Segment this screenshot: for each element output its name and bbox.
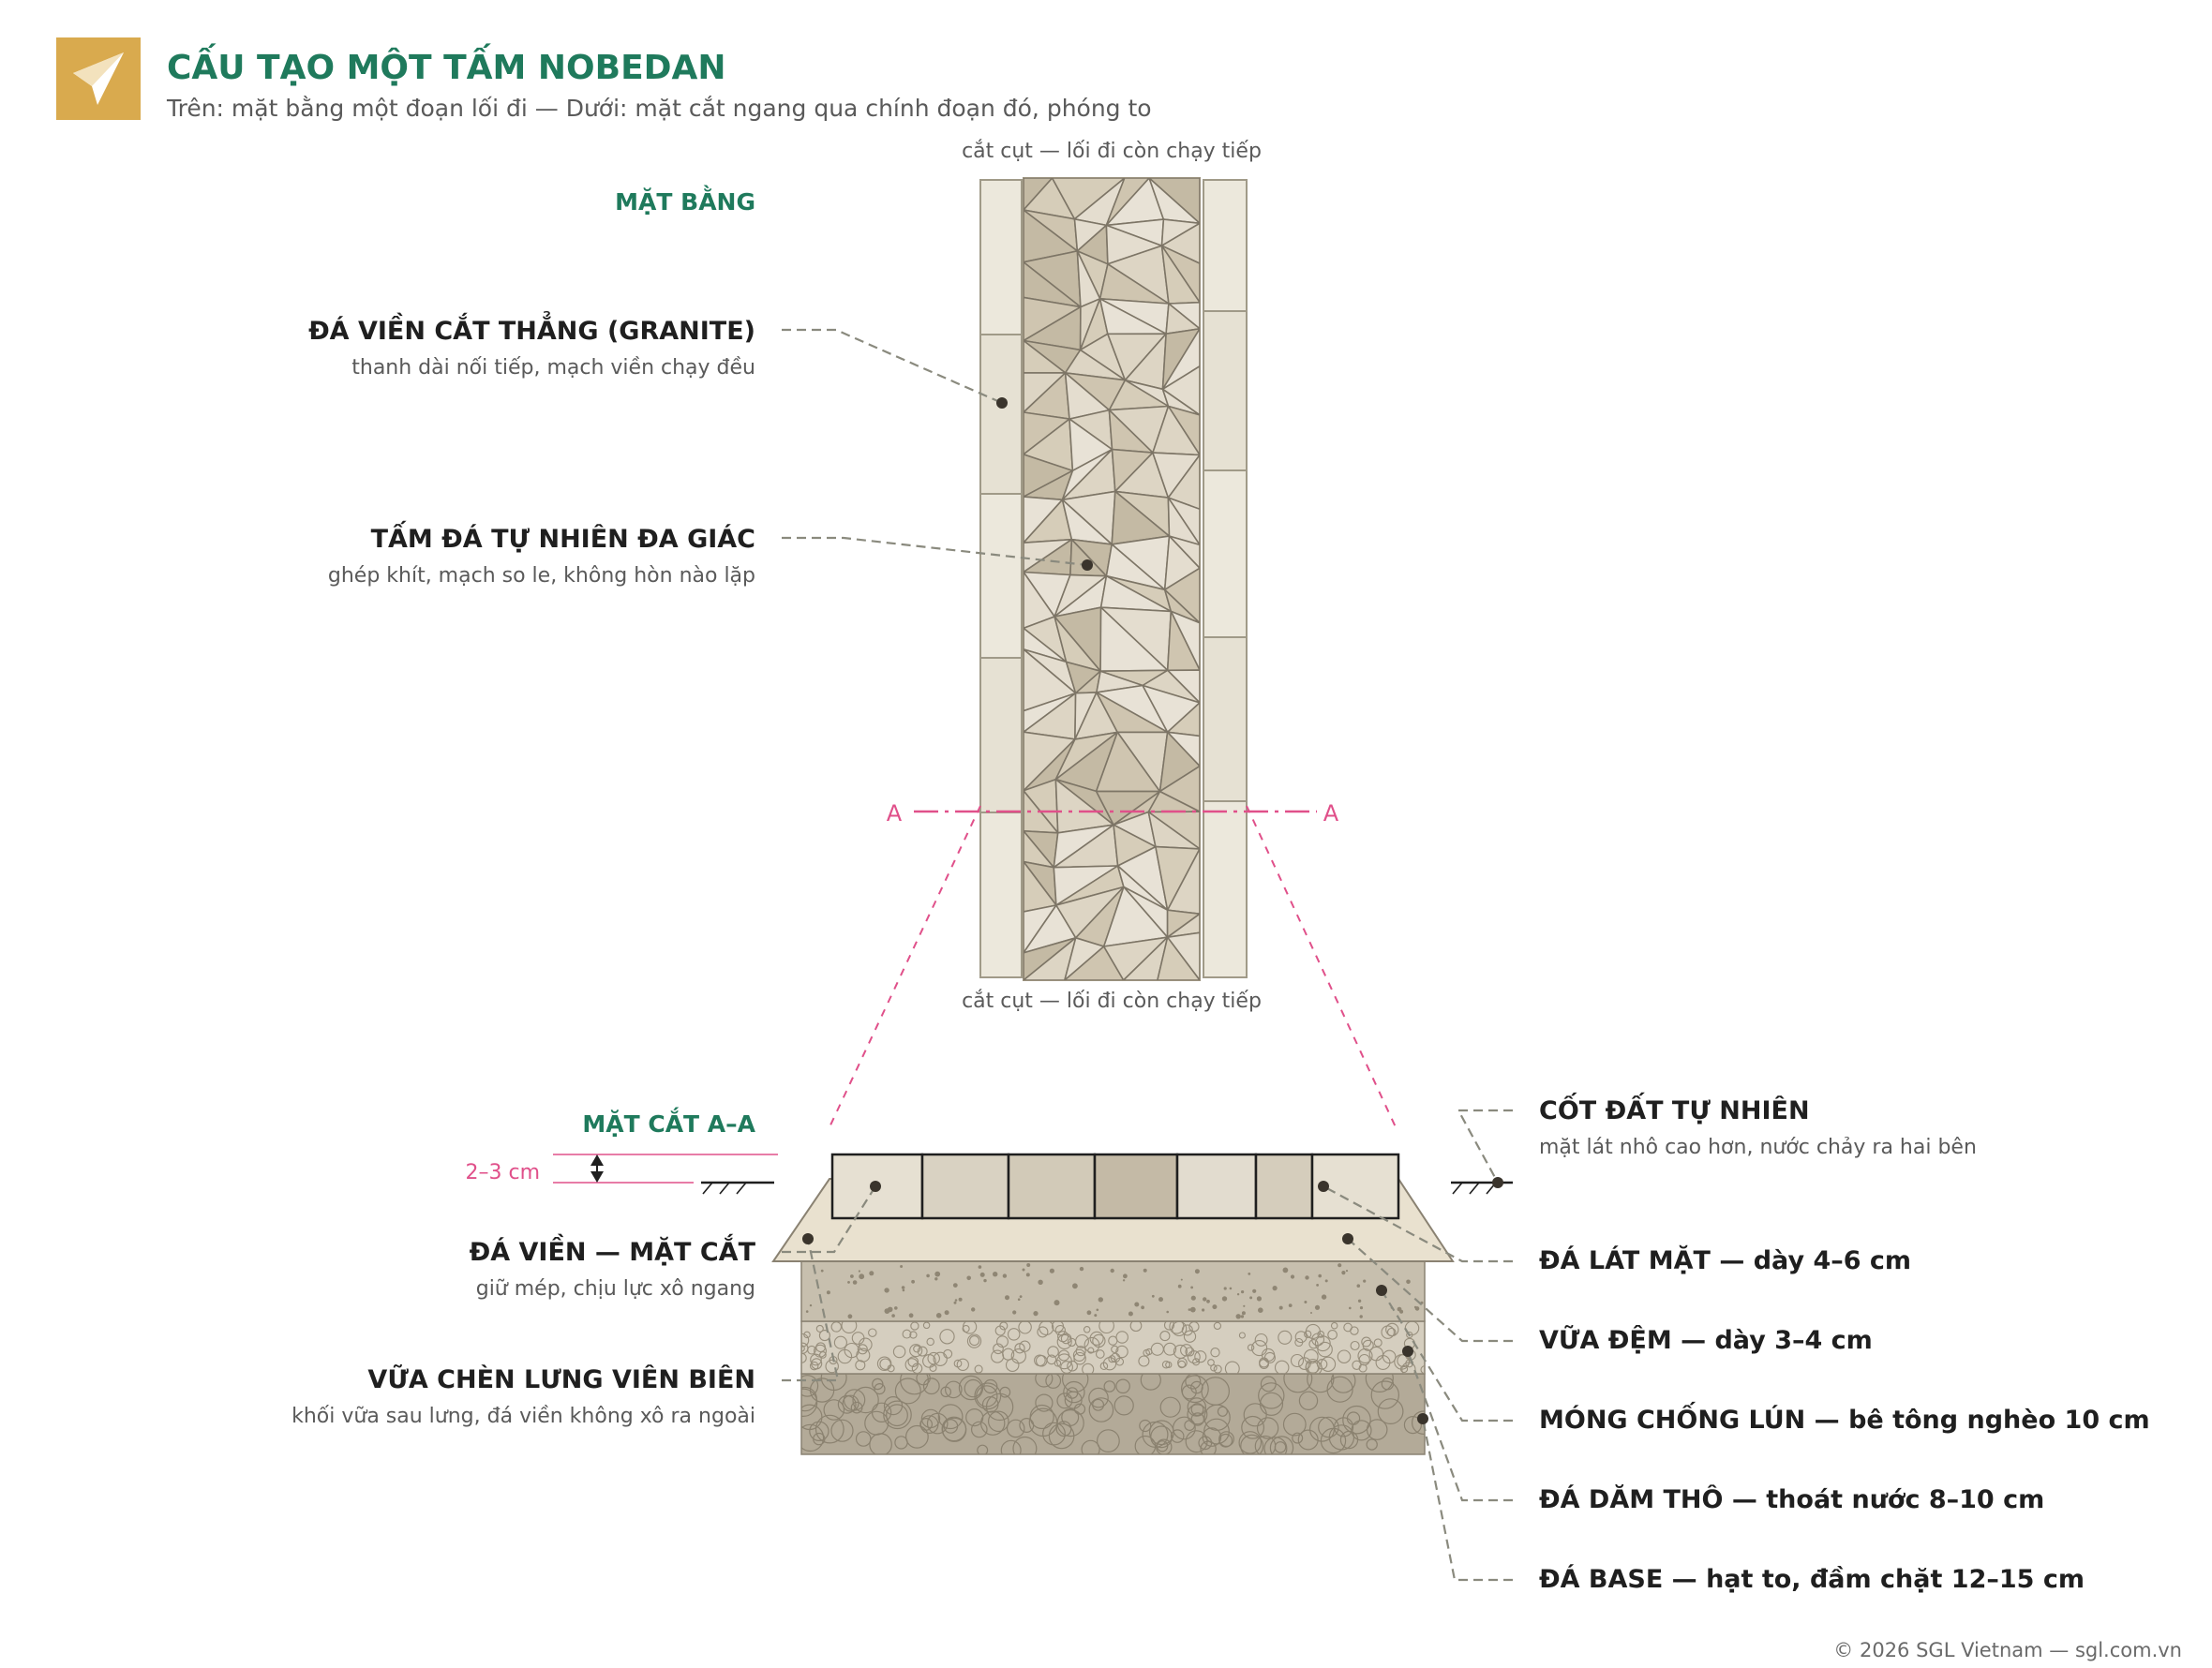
plan-label-curb: ĐÁ VIỀN CẮT THẲNG (GRANITE) thanh dài nố… xyxy=(308,310,1008,409)
plan-label-stones-title: TẤM ĐÁ TỰ NHIÊN ĐA GIÁC xyxy=(371,520,755,554)
section-label-backing-desc: khối vữa sau lưng, đá viền không xô ra n… xyxy=(291,1405,755,1428)
dimension-label: 2–3 cm xyxy=(465,1161,540,1184)
ground-level-right xyxy=(1451,1181,1513,1195)
plan-polygon-stones xyxy=(1024,178,1200,980)
section-heading: MẶT CẮT A–A xyxy=(582,1107,755,1138)
section-label-layer-gravel: ĐÁ DĂM THÔ — thoát nước 8–10 cm xyxy=(1402,1346,2044,1514)
plan-heading: MẶT BẰNG xyxy=(615,185,755,216)
layer-label-bedding: VỮA ĐỆM — dày 3–4 cm xyxy=(1539,1325,1873,1355)
layer-base xyxy=(800,1373,1426,1455)
section-label-curb-desc: giữ mép, chịu lực xô ngang xyxy=(476,1277,755,1301)
page-subtitle: Trên: mặt bằng một đoạn lối đi — Dưới: m… xyxy=(166,95,1152,122)
brand-logo xyxy=(56,37,141,120)
layer-label-base: ĐÁ BASE — hạt to, đầm chặt 12–15 cm xyxy=(1539,1564,2085,1594)
page-title: CẤU TẠO MỘT TẤM NOBEDAN xyxy=(167,43,726,87)
layer-base-aggregate xyxy=(801,1374,1425,1454)
layer-label-concrete: MÓNG CHỐNG LÚN — bê tông nghèo 10 cm xyxy=(1539,1401,2150,1435)
section-label-backing-title: VỮA CHÈN LƯNG VIÊN BIÊN xyxy=(367,1364,755,1394)
section-marker-left: A xyxy=(887,800,903,827)
section-label-layer-concrete: MÓNG CHỐNG LÚN — bê tông nghèo 10 cm xyxy=(1376,1285,2150,1435)
section-label-layer-paving: ĐÁ LÁT MẶT — dày 4–6 cm xyxy=(1318,1181,1911,1275)
section-label-backing-mortar: VỮA CHÈN LƯNG VIÊN BIÊN khối vữa sau lưn… xyxy=(291,1233,840,1428)
plan-label-curb-title: ĐÁ VIỀN CẮT THẲNG (GRANITE) xyxy=(308,310,755,346)
layer-label-paving: ĐÁ LÁT MẶT — dày 4–6 cm xyxy=(1539,1245,1911,1275)
section-label-curb: ĐÁ VIỀN — MẶT CẮT giữ mép, chịu lực xô n… xyxy=(470,1181,881,1301)
plan-cut-note-bottom: cắt cụt — lối đi còn chạy tiếp xyxy=(962,990,1262,1013)
section-line-a-a: A A xyxy=(828,800,1397,1130)
section-label-layer-base: ĐÁ BASE — hạt to, đầm chặt 12–15 cm xyxy=(1417,1413,2085,1594)
layer-label-gravel: ĐÁ DĂM THÔ — thoát nước 8–10 cm xyxy=(1539,1484,2044,1514)
footer-copyright: © 2026 SGL Vietnam — sgl.com.vn xyxy=(1833,1639,2182,1661)
section-label-curb-title: ĐÁ VIỀN — MẶT CẮT xyxy=(470,1233,756,1267)
section-label-ground-title: CỐT ĐẤT TỰ NHIÊN xyxy=(1539,1092,1810,1125)
layer-concrete-speckle xyxy=(805,1263,1424,1319)
section-label-ground-desc: mặt lát nhô cao hơn, nước chảy ra hai bê… xyxy=(1539,1136,1977,1159)
plan-label-stones-desc: ghép khít, mạch so le, không hòn nào lặp xyxy=(328,564,755,588)
dimension-2-3cm: 2–3 cm xyxy=(465,1154,778,1184)
section-label-layer-bedding: VỮA ĐỆM — dày 3–4 cm xyxy=(1342,1233,1873,1355)
section-marker-right: A xyxy=(1323,800,1339,827)
plan-label-stones: TẤM ĐÁ TỰ NHIÊN ĐA GIÁC ghép khít, mạch … xyxy=(328,520,1093,588)
ground-level-left xyxy=(701,1181,774,1195)
paper-plane-logo-icon xyxy=(73,52,124,105)
plan-label-curb-desc: thanh dài nối tiếp, mạch viền chạy đều xyxy=(351,356,755,380)
plan-left-curb xyxy=(979,179,1023,978)
section-layers xyxy=(771,1153,1455,1455)
plan-cut-note-top: cắt cụt — lối đi còn chạy tiếp xyxy=(962,140,1262,163)
layer-paving-stones xyxy=(830,1153,1400,1220)
plan-right-curb xyxy=(1203,179,1248,978)
section-label-ground: CỐT ĐẤT TỰ NHIÊN mặt lát nhô cao hơn, nư… xyxy=(1457,1092,1977,1188)
